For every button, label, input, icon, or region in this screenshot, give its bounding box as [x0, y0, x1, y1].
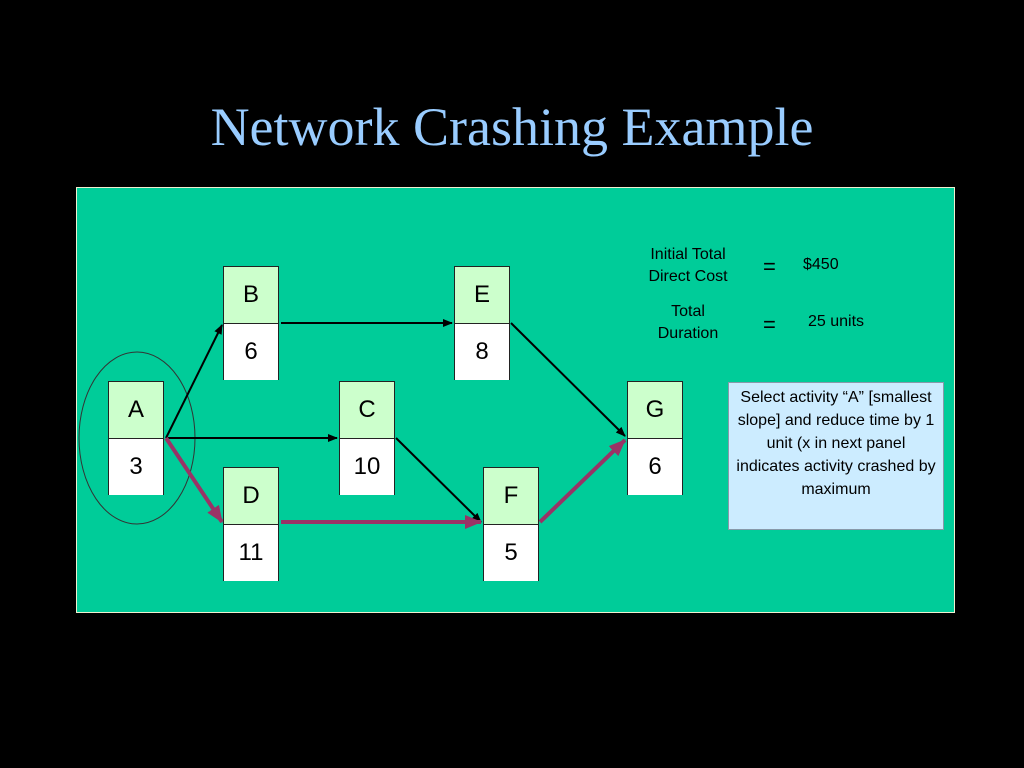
node-d-label: D: [224, 468, 278, 525]
arrow-e-g: [510, 322, 626, 437]
node-b: B 6: [223, 266, 279, 380]
node-b-duration: 6: [224, 324, 278, 380]
node-c-label: C: [340, 382, 394, 439]
node-c-duration: 10: [340, 439, 394, 495]
duration-equals: =: [763, 312, 776, 337]
slide-title: Network Crashing Example: [210, 97, 814, 157]
node-g: G 6: [627, 381, 683, 495]
duration-label-line1: Total: [671, 303, 705, 320]
cost-label-line2: Direct Cost: [648, 268, 728, 285]
duration-label: Total Duration: [628, 301, 748, 345]
node-e-duration: 8: [455, 324, 509, 380]
node-a-label: A: [109, 382, 163, 439]
arrow-a-b: [165, 324, 223, 439]
duration-label-line2: Duration: [657, 325, 719, 342]
node-e-label: E: [455, 267, 509, 324]
node-g-duration: 6: [628, 439, 682, 495]
cost-equals: =: [763, 254, 776, 279]
node-f-duration: 5: [484, 525, 538, 581]
cost-label-line1: Initial Total: [650, 246, 726, 263]
node-g-label: G: [628, 382, 682, 439]
node-d-duration: 11: [224, 525, 278, 581]
node-d: D 11: [223, 467, 279, 581]
node-a-duration: 3: [109, 439, 163, 495]
duration-value: 25 units: [808, 313, 865, 330]
node-f: F 5: [483, 467, 539, 581]
critical-arrow-a-d: [164, 436, 224, 524]
node-f-label: F: [484, 468, 538, 525]
cost-value: $450: [803, 256, 839, 273]
node-a: A 3: [108, 381, 164, 495]
node-c: C 10: [339, 381, 395, 495]
critical-arrow-f-g: [538, 438, 627, 524]
arrow-c-f: [395, 437, 482, 523]
node-b-label: B: [224, 267, 278, 324]
note-box: Select activity “A” [smallest slope] and…: [728, 382, 944, 530]
node-e: E 8: [454, 266, 510, 380]
cost-label: Initial Total Direct Cost: [628, 244, 748, 288]
